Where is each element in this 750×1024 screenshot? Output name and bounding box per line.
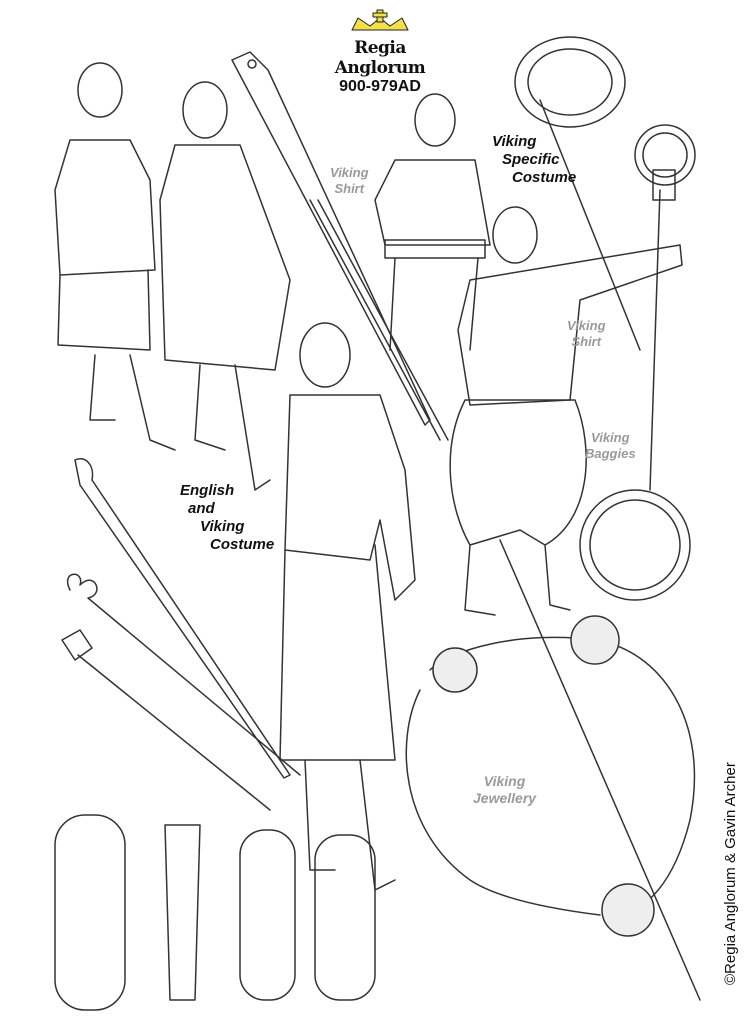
label-viking-baggies: Viking Baggies [585,430,636,461]
figure-pointing-viking [449,206,683,616]
brooches [405,36,696,937]
label-line: Viking [492,133,537,150]
label-line: Viking [200,518,245,535]
label-line: Baggies [585,445,636,461]
logo-text: Regia Anglorum [334,38,426,78]
label-line: Viking [567,318,606,333]
figure-bald-man [279,322,416,891]
label-line: Viking [330,165,369,180]
strap-ends [54,814,376,1011]
label-line: Shirt [571,333,602,349]
copyright-notice: ©Regia Anglorum & Gavin Archer [722,762,739,985]
label-line: and [188,500,215,517]
label-viking-shirt-2: Viking Shirt [567,318,606,349]
figure-cloaked-man [159,81,291,491]
figure-english-man [54,62,176,451]
date-range: 900-979AD [339,78,421,95]
label-line: Shirt [334,180,365,196]
crown-icon [351,9,409,31]
label-line: Jewellery [473,789,537,806]
label-line: Viking [591,430,630,445]
label-line: Viking [483,773,526,789]
label-line: Specific [502,151,560,168]
logo: Regia Anglorum 900-979AD [315,8,445,96]
label-line: Costume [512,169,577,186]
label-viking-shirt: Viking Shirt [330,165,369,196]
label-viking-jewellery: Viking Jewellery [473,773,536,807]
dress-pins [61,51,701,1001]
label-line: Costume [210,536,275,553]
label-viking-specific-costume: Viking Specific Costume [492,133,576,187]
figure-bearded-viking [374,93,491,351]
label-english-and-viking-costume: English and Viking Costume [180,482,274,554]
label-line: English [180,482,235,499]
